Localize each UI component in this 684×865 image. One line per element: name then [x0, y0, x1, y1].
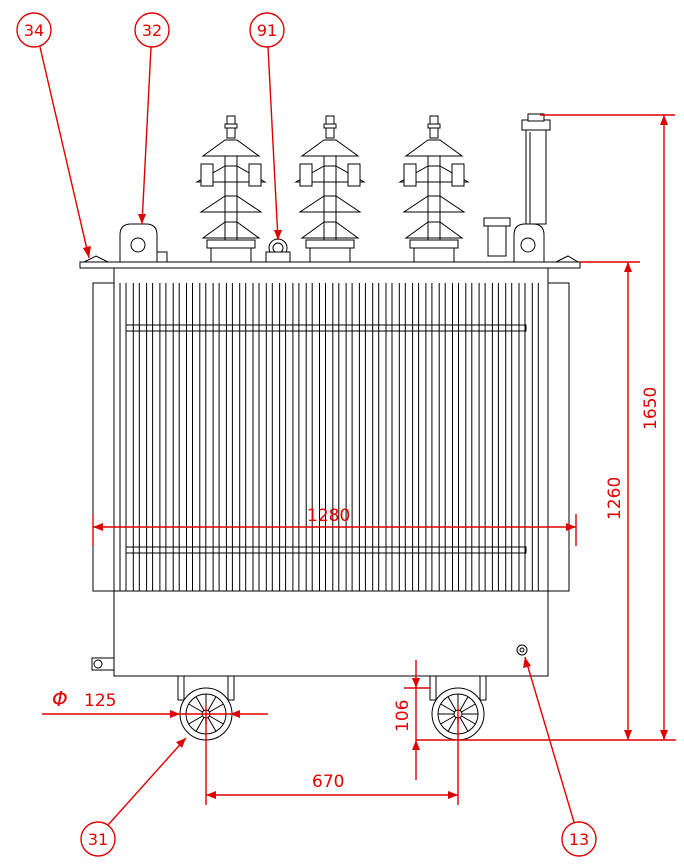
tap-changer-91 — [265, 238, 291, 263]
lifting-eye-right — [513, 223, 545, 263]
callout-31: 31 — [88, 830, 108, 849]
dim-diameter-symbol: Φ — [52, 687, 68, 711]
filler-cap — [483, 217, 511, 257]
bushing — [195, 115, 267, 263]
dim-width: 1280 — [307, 506, 350, 526]
callouts — [16, 12, 597, 857]
callout-13: 13 — [569, 830, 589, 849]
bushing — [398, 115, 470, 263]
radiator-fins — [119, 283, 539, 591]
dim-wheel-track: 670 — [312, 772, 344, 792]
tank-body — [79, 255, 581, 677]
wheels — [177, 675, 487, 741]
callout-34: 34 — [24, 21, 44, 40]
lifting-eye-left — [119, 223, 168, 263]
hv-bushings — [195, 115, 470, 263]
dim-wheel-diameter: 125 — [84, 691, 116, 711]
callout-91: 91 — [257, 21, 277, 40]
dimension-lines — [42, 114, 676, 805]
breather-pipe — [521, 113, 551, 225]
dim-height-tank: 1260 — [605, 477, 625, 520]
dim-wheel-height: 106 — [393, 700, 413, 732]
callout-32: 32 — [142, 21, 162, 40]
dim-height-total: 1650 — [641, 387, 661, 430]
bushing — [294, 115, 366, 263]
